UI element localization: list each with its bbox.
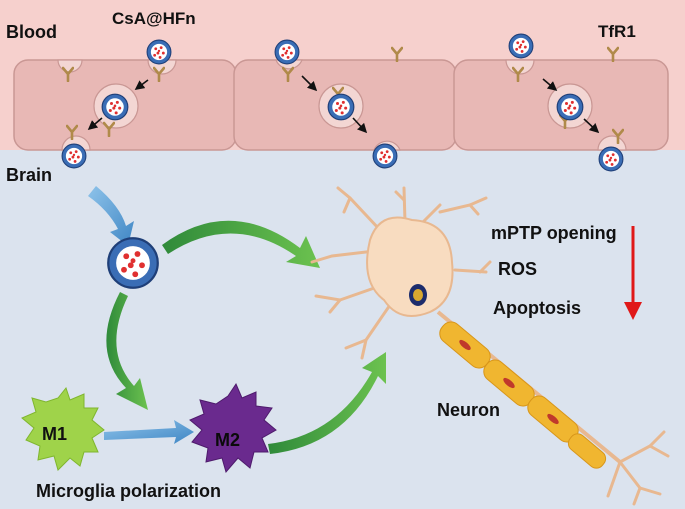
brain-entry-arrow [88,186,134,246]
neuron-label: Neuron [437,400,500,420]
microglia-m2 [189,382,277,474]
brain-label: Brain [6,165,53,185]
transport-arrows [87,75,600,134]
arrow-to-microglia [106,292,148,410]
effect-label-mptp: mPTP opening [491,223,617,243]
polarization-arrow [104,420,194,444]
arrow-to-neuron [162,220,320,268]
blood-label: Blood [6,22,57,42]
nanoparticle-large [107,237,159,289]
microglia-m1 [21,386,105,471]
m1-label: M1 [42,424,68,444]
neuron-icon [310,186,670,506]
receptor-label: TfR1 [598,22,636,41]
effect-label-ros: ROS [498,259,538,279]
effect-label-apoptosis: Apoptosis [493,298,581,318]
arrow-m2-to-neuron [268,352,386,454]
microglia-caption: Microglia polarization [36,481,222,501]
nanoparticle-label: CsA@HFn [112,9,196,28]
down-arrow-icon [624,226,642,320]
m2-label: M2 [215,430,241,450]
